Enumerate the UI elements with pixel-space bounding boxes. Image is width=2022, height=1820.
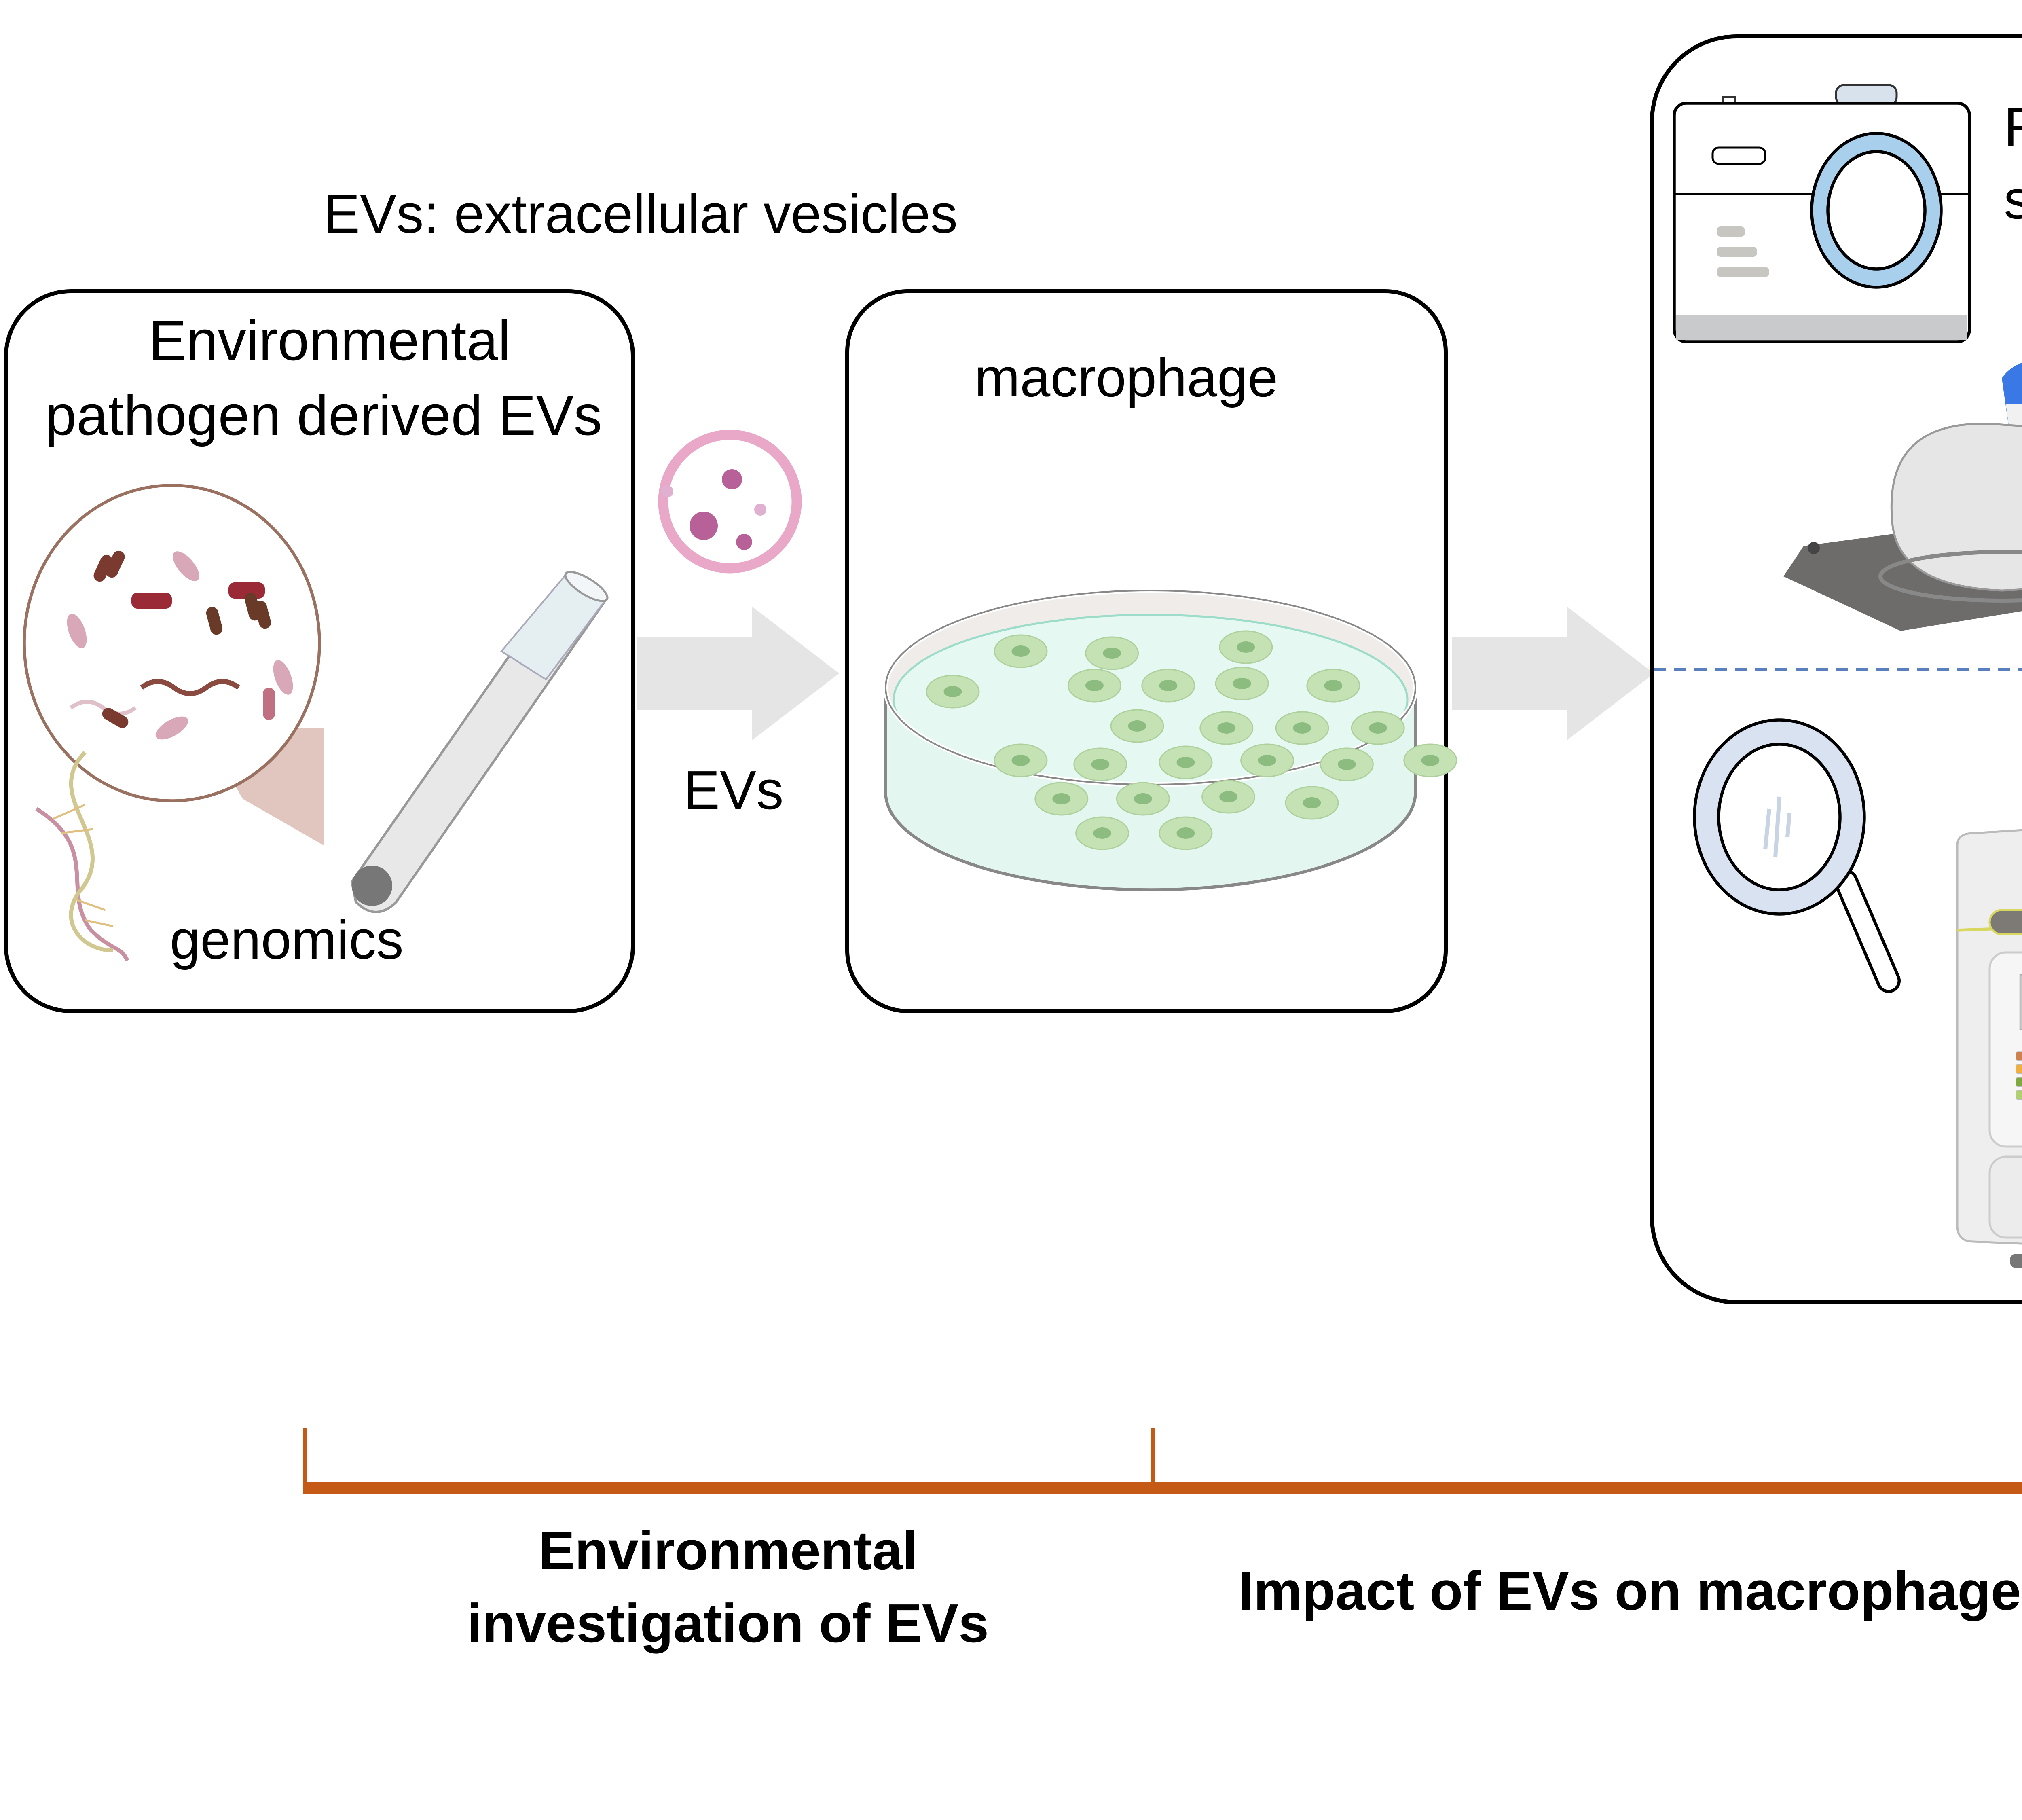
macrophage-cell xyxy=(1403,743,1457,777)
test-tube-icon xyxy=(350,571,609,913)
status-led xyxy=(2016,1077,2022,1087)
status-led xyxy=(2016,1064,2022,1074)
status-led xyxy=(2016,1090,2022,1100)
macrophage-cell xyxy=(1201,780,1256,814)
stage-2-line1: Impact of EVs on macrophage xyxy=(1238,1560,2021,1621)
macrophage-cell xyxy=(1116,782,1170,816)
macrophage-cell xyxy=(1141,669,1195,703)
arrow-2 xyxy=(1452,607,1654,740)
macrophage-cell xyxy=(1275,711,1329,745)
sample-slot xyxy=(2019,974,2022,1030)
panel-environment-title-line2: pathogen derived EVs xyxy=(45,383,602,447)
dna-icon xyxy=(35,751,129,962)
macrophage-cell xyxy=(1110,709,1164,743)
stage-1-line2: investigation of EVs xyxy=(467,1593,989,1654)
macrophage-cell xyxy=(1159,816,1213,850)
macrophage-cell xyxy=(1199,711,1254,745)
timeline: Environmental investigation of EVs Impac… xyxy=(303,1428,2022,1654)
macrophage-cell xyxy=(1085,636,1139,670)
stage-1-line1: Environmental xyxy=(538,1520,918,1581)
macrophage-cell xyxy=(1219,630,1273,664)
macrophage-cell xyxy=(1215,667,1269,700)
macrophage-cell xyxy=(1240,743,1294,777)
macrophage-cell xyxy=(1067,669,1121,703)
bacteria-icon xyxy=(23,484,321,802)
macrophage-cell xyxy=(1306,669,1360,703)
macrophage-cell xyxy=(994,743,1048,777)
macrophage-cell xyxy=(1073,747,1127,781)
macrophage-cell xyxy=(1351,711,1405,745)
timeline-bar xyxy=(303,1482,2022,1494)
macrophage-title: macrophage xyxy=(975,347,1278,408)
genomics-label: genomics xyxy=(170,909,404,970)
mass-spectrometer-icon xyxy=(1956,829,2022,1268)
raman-label-line2: spectroscopy xyxy=(2004,169,2022,230)
macrophage-cell xyxy=(994,634,1048,668)
macrophage-cell xyxy=(1034,782,1089,816)
macrophage-cell xyxy=(1285,786,1339,820)
macrophage-cell xyxy=(1320,747,1374,781)
vesicle-icon xyxy=(658,430,802,574)
macrophage-cell xyxy=(1159,745,1213,779)
caption: EVs: extracellular vesicles xyxy=(324,183,958,244)
panel-environment-title-line1: Environmental xyxy=(149,309,511,372)
arrow-1 xyxy=(637,607,839,740)
raman-label-line1: Raman xyxy=(2004,96,2022,157)
raman-spectrometer-icon xyxy=(1783,362,2022,631)
panel-environment: Environmental pathogen derived EVs xyxy=(4,289,635,1013)
status-led xyxy=(2016,1051,2022,1061)
magnifier-icon xyxy=(1693,718,1901,993)
petri-dish-icon xyxy=(883,588,1457,891)
panel-macrophage: macrophage xyxy=(845,289,1457,1013)
arrow-1-label: EVs xyxy=(683,760,784,821)
camera-icon xyxy=(1673,84,1971,343)
panel-analysis: Raman spectroscopy xyxy=(1650,34,2022,1304)
macrophage-cell xyxy=(1075,816,1129,850)
macrophage-cell xyxy=(926,675,980,709)
